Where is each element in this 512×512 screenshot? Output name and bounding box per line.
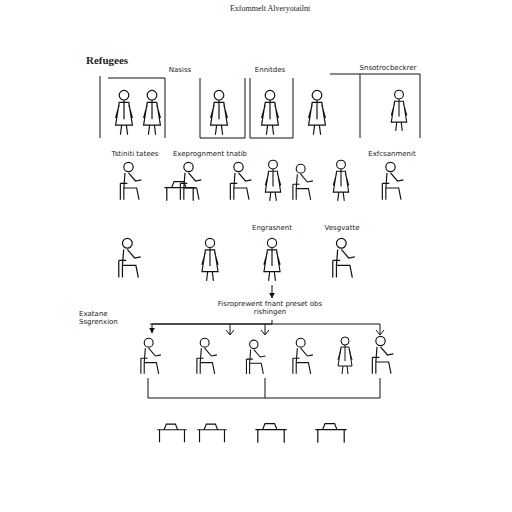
figure-label: Nasiss	[169, 66, 191, 74]
person-figure	[262, 90, 279, 134]
row-two-figures	[120, 160, 403, 201]
row-four-figures	[141, 336, 393, 374]
seated-figure	[372, 336, 393, 373]
seated-figure	[197, 338, 217, 374]
seated-figure	[293, 164, 313, 200]
branch-line	[150, 324, 380, 334]
person-figure	[309, 90, 326, 134]
person-figure	[116, 90, 133, 134]
branch-lines	[148, 324, 384, 398]
person-figure	[144, 90, 161, 134]
desk-symbol	[315, 424, 346, 443]
node-label: Exatane Ssgrenxion	[78, 310, 142, 326]
person-figure	[333, 160, 348, 201]
node-label: Engrasnent	[249, 224, 296, 232]
seated-figure	[333, 238, 355, 277]
person-figure	[211, 90, 228, 134]
person-figure	[338, 337, 352, 374]
seated-figure	[119, 238, 141, 277]
person-figure	[202, 238, 218, 281]
figure-label: Exeprognment tnatib	[173, 150, 247, 158]
figure-label: Ennitdes	[255, 66, 285, 74]
row-one-figures	[116, 90, 407, 135]
bracket-line	[148, 378, 380, 398]
seated-figure	[246, 340, 265, 374]
row-three-figures	[119, 238, 355, 281]
figure-group: Exatane Ssgrenxion	[136, 334, 168, 376]
person-figure	[265, 160, 280, 201]
process-text-box: Fisroprewent fnant preset obs rishingen	[204, 300, 340, 319]
figure-label: Refugees	[86, 54, 128, 67]
seated-figure	[230, 162, 251, 199]
seated-figure	[293, 338, 313, 374]
person-figure	[264, 238, 280, 281]
arrow-heads	[226, 330, 384, 335]
figure-label: Tstiniti tatees	[112, 150, 159, 158]
frame-lines	[100, 74, 420, 138]
desk-symbol	[197, 424, 226, 442]
desk-symbol	[157, 424, 186, 442]
flow-arrow	[152, 320, 272, 333]
figure-label: Snsotrocbeckrer	[360, 64, 417, 72]
seated-figure	[382, 162, 403, 199]
desk-symbol	[255, 424, 286, 443]
person-figure	[391, 90, 406, 131]
flow-arrow	[272, 285, 273, 298]
figure-label: Exfcsanmenit	[368, 150, 416, 158]
row-one-frames	[100, 74, 420, 138]
figure-group: Engrasnent	[249, 224, 296, 284]
seated-figure	[120, 162, 141, 199]
figure-label: Vesgvatte	[325, 224, 360, 232]
seated-figure	[141, 338, 161, 374]
seated-figure	[180, 162, 201, 199]
diagram-title: Exfommelt Alveryotailnt	[230, 4, 310, 13]
row-five-icons	[157, 424, 346, 443]
node-label: Fisroprewent fnant preset obs rishingen	[204, 300, 336, 316]
